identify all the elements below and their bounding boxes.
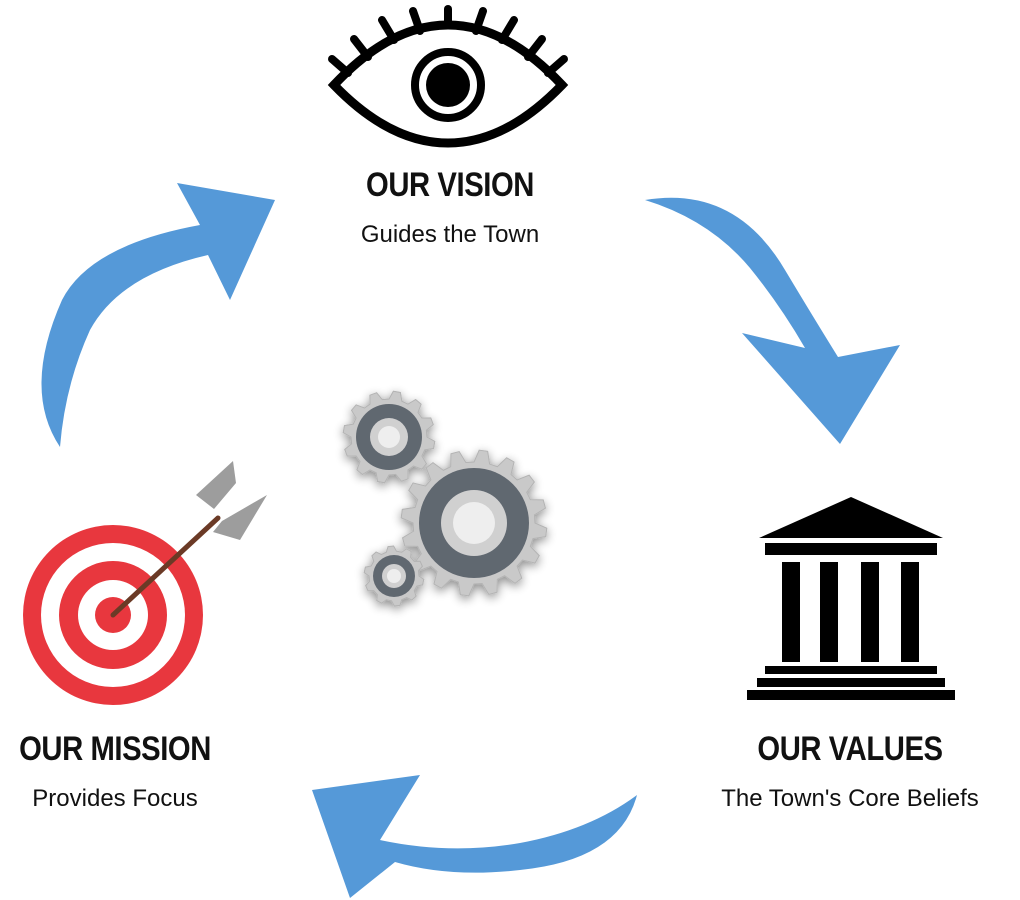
building-icon <box>747 497 955 700</box>
values-title: OUR VALUES <box>757 730 943 768</box>
vision-title: OUR VISION <box>366 166 534 204</box>
vision-label: OUR VISION Guides the Town <box>310 166 590 249</box>
dart-shaft <box>110 515 221 618</box>
mission-subtitle: Provides Focus <box>32 785 198 812</box>
mission-label: OUR MISSION Provides Focus <box>0 730 230 813</box>
target-icon <box>23 461 267 705</box>
values-label: OUR VALUES The Town's Core Beliefs <box>660 730 1020 813</box>
arrow-vision-to-values <box>645 197 900 444</box>
arrow-values-to-mission <box>312 775 637 898</box>
arrow-mission-to-vision <box>41 183 275 447</box>
values-subtitle: The Town's Core Beliefs <box>721 785 979 812</box>
dart-fletching <box>196 461 267 540</box>
vision-subtitle: Guides the Town <box>360 221 540 248</box>
mission-title: OUR MISSION <box>19 730 211 768</box>
gears-icon <box>342 390 548 607</box>
eye-icon <box>327 5 569 148</box>
